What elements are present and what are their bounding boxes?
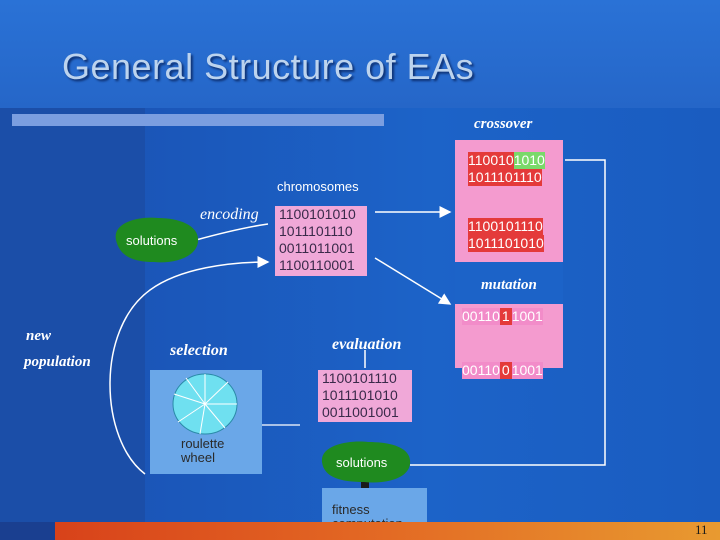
- footer-bar-left: [0, 522, 55, 540]
- crossover-after: 1100101110 1011101010: [468, 218, 544, 252]
- chromosome-list: 1100101010 1011101110 0011011001 1100110…: [275, 206, 367, 276]
- chromosome-code: 0011011001: [279, 240, 355, 256]
- gene-segment: 110010: [468, 218, 514, 235]
- left-band: [0, 108, 145, 540]
- offspring-to-evaluation-line: [410, 159, 606, 466]
- gene-segment: 101110: [468, 169, 513, 186]
- evaluation-code: 0011001001: [322, 404, 399, 420]
- new-population-arrow: [109, 256, 270, 475]
- gene-segment: 110010: [468, 152, 514, 169]
- evaluation-label: evaluation: [332, 336, 402, 353]
- evaluation-codes: 1100101110 1011101010 0011001001: [318, 370, 412, 422]
- title-underline: [12, 114, 384, 126]
- fitness-label: fitness: [332, 502, 370, 517]
- chromosomes-label: chromosomes: [277, 179, 359, 194]
- solutions-blob-bottom: [321, 441, 411, 483]
- crossover-parent-2: 1011101110: [468, 169, 545, 186]
- solutions-label-top: solutions: [126, 233, 178, 248]
- encoding-arrow: [195, 223, 269, 241]
- chromosome-code: 1100101010: [279, 206, 356, 222]
- gene-segment: 00110: [462, 362, 500, 379]
- mutated-bit: 0: [499, 362, 512, 379]
- gene-segment: 1010: [513, 152, 545, 169]
- roulette-label: roulette: [181, 436, 225, 451]
- wheel-label: wheel: [181, 450, 215, 465]
- gene-segment: 1110: [512, 169, 542, 186]
- evaluation-code: 1011101010: [322, 387, 398, 403]
- crossover-parent-1: 1100101010: [468, 152, 545, 169]
- gene-segment: 1010: [512, 235, 544, 252]
- gene-segment: 1110: [513, 218, 543, 235]
- page-number: 11: [695, 522, 708, 537]
- population-label: population: [24, 354, 91, 370]
- evaluation-code: 1100101110: [322, 370, 397, 386]
- selection-label: selection: [170, 342, 228, 359]
- gene-segment: 101110: [468, 235, 513, 252]
- crossover-before: 1100101010 1011101110: [468, 152, 545, 186]
- new-label: new: [26, 328, 52, 344]
- solutions-label-bottom: solutions: [336, 455, 388, 470]
- mutation-label: mutation: [481, 277, 537, 293]
- mutated-bit: 1: [499, 308, 512, 325]
- chromosomes-to-mutation-arrow: [374, 257, 452, 305]
- mutation-gap: [455, 262, 563, 304]
- gene-segment: 00110: [462, 308, 500, 325]
- crossover-child-1: 1100101110: [468, 218, 544, 235]
- crossover-child-2: 1011101010: [468, 235, 544, 252]
- solutions-blob-top: [115, 217, 199, 263]
- gene-segment: 1001: [511, 362, 543, 379]
- chromosome-code: 1011101110: [279, 223, 353, 239]
- roulette-wheel-icon: [172, 373, 238, 435]
- encoding-label: encoding: [200, 206, 259, 223]
- crossover-label: crossover: [474, 116, 533, 132]
- chromosome-code: 1100110001: [279, 257, 355, 273]
- title-band: [0, 0, 720, 108]
- gene-segment: 1001: [511, 308, 543, 325]
- slide-title: General Structure of EAs: [62, 46, 475, 87]
- footer-bar: [55, 522, 720, 540]
